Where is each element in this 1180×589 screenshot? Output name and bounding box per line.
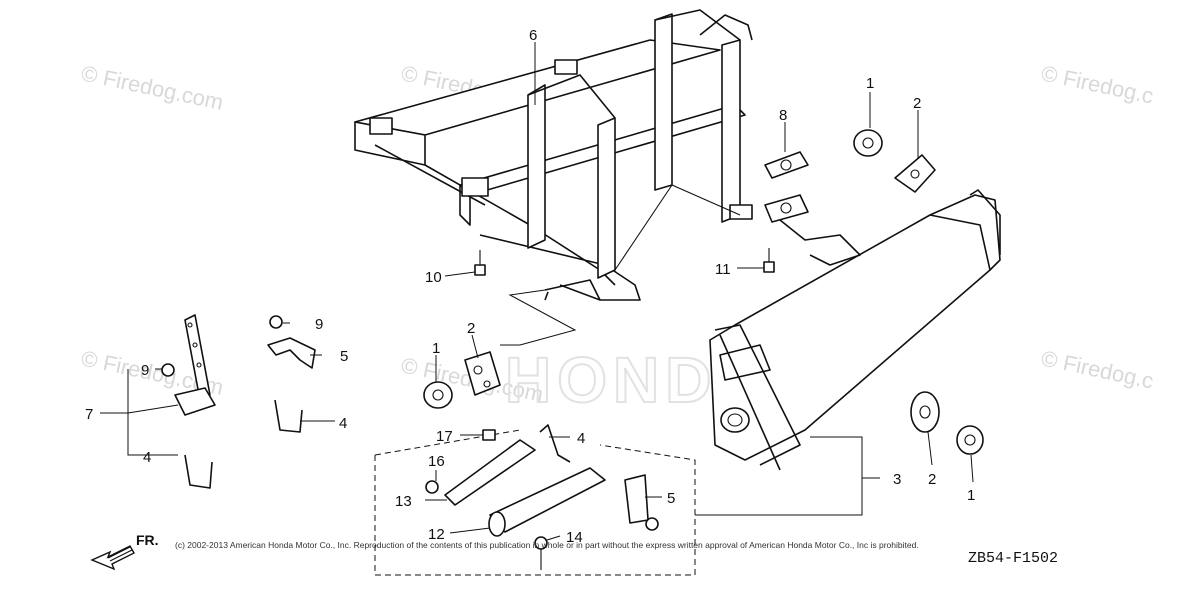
- watermark-layer: © Firedog.com © Firedog.com © Firedog.c …: [79, 60, 1156, 417]
- callout-4: 4: [143, 449, 151, 466]
- callout-4: 4: [577, 430, 585, 447]
- callout-17: 17: [436, 428, 453, 445]
- clamp-part-5-a: [267, 337, 316, 369]
- callout-2: 2: [913, 95, 921, 112]
- u-bolt-part-4-a: [274, 399, 303, 433]
- diagram-code: ZB54-F1502: [968, 550, 1058, 567]
- callout-9: 9: [141, 362, 149, 379]
- callout-5: 5: [667, 490, 675, 507]
- rubber-mount-part-1-mid: [423, 381, 453, 409]
- watermark-firedog: © Firedog.c: [1039, 345, 1156, 393]
- callout-5: 5: [340, 348, 348, 365]
- callout-3: 3: [893, 471, 901, 488]
- spark-arrester-group: [374, 424, 696, 576]
- bolt-part-10: [474, 250, 486, 276]
- rubber-mount-part-1-right: [956, 425, 984, 455]
- callout-6: 6: [529, 27, 537, 44]
- mount-bracket-part-2-top: [894, 154, 936, 193]
- callout-13: 13: [395, 493, 412, 510]
- callout-12: 12: [428, 526, 445, 543]
- watermark-firedog: © Firedog.c: [1039, 60, 1156, 108]
- callout-11: 11: [715, 261, 731, 278]
- watermark-firedog: © Firedog.com: [79, 60, 226, 115]
- callout-labels: 6 1 2 8 10 11 9 5 4 9 7 4 2 1 17 4 16 13…: [85, 27, 975, 546]
- callout-2: 2: [928, 471, 936, 488]
- front-indicator-label: FR.: [136, 532, 159, 548]
- callout-9: 9: [315, 316, 323, 333]
- callout-4: 4: [339, 415, 347, 432]
- nut-part-9-a: [269, 315, 283, 329]
- copyright-notice: (c) 2002-2013 American Honda Motor Co., …: [175, 540, 919, 550]
- callout-14: 14: [566, 529, 583, 546]
- rubber-mount-part-1-top: [853, 129, 883, 157]
- mount-bracket-part-2-right: [910, 391, 940, 433]
- callout-1: 1: [432, 340, 440, 357]
- callout-1: 1: [967, 487, 975, 504]
- callout-10: 10: [425, 269, 442, 286]
- callout-16: 16: [428, 453, 445, 470]
- bolt-part-11: [763, 248, 775, 273]
- callout-2: 2: [467, 320, 475, 337]
- frame-part-6: [354, 9, 753, 301]
- leader-lines: [100, 42, 974, 541]
- gasket-part-8: [764, 151, 809, 179]
- callout-1: 1: [866, 75, 874, 92]
- callout-8: 8: [779, 107, 787, 124]
- strap-assembly-part-7: [161, 314, 216, 489]
- front-arrow-icon: FR.: [90, 532, 159, 571]
- muffler-part-3: [709, 189, 1001, 471]
- callout-7: 7: [85, 406, 93, 423]
- mount-bracket-part-2-mid: [464, 351, 501, 396]
